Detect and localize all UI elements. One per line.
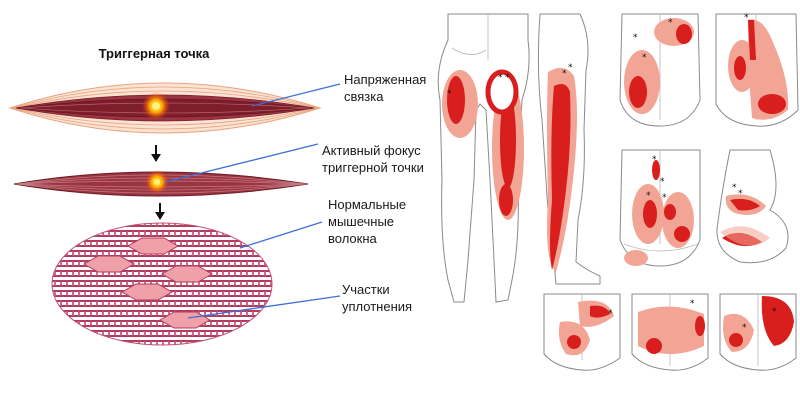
label-taut-band: Напряженная связка xyxy=(344,72,426,104)
svg-text:уплотнения: уплотнения xyxy=(342,299,412,314)
trigger-mark: * xyxy=(568,63,573,73)
pointer-lines xyxy=(164,83,341,319)
trigger-mark: * xyxy=(732,183,737,193)
body-map-lateral-leg: * * xyxy=(537,13,601,285)
body-map-hip-right: * * xyxy=(719,293,797,371)
trigger-mark: * xyxy=(498,73,503,83)
nodule xyxy=(160,265,214,283)
trigger-mark: * xyxy=(738,189,743,199)
label-nodules: Участки уплотнения xyxy=(342,282,412,314)
label-active-focus: Активный фокус триггерной точки xyxy=(322,143,424,175)
svg-text:мышечные: мышечные xyxy=(328,214,394,229)
down-arrow xyxy=(151,145,161,162)
trigger-mark: * xyxy=(744,13,749,23)
muscle-fiber-oval xyxy=(51,222,273,346)
nodule xyxy=(120,283,174,301)
trigger-mark: * xyxy=(646,191,651,201)
trigger-mark: * xyxy=(668,18,673,28)
svg-text:Активный фокус: Активный фокус xyxy=(322,143,421,158)
trigger-mark: * xyxy=(662,193,667,203)
svg-text:триггерной точки: триггерной точки xyxy=(322,160,424,175)
body-map-upper-back: * * * xyxy=(619,13,701,127)
body-map-buttocks: * * * * xyxy=(619,149,701,267)
contracted-muscle xyxy=(13,170,309,197)
svg-text:Напряженная: Напряженная xyxy=(344,72,426,87)
svg-text:Нормальные: Нормальные xyxy=(328,197,406,212)
svg-text:связка: связка xyxy=(344,89,384,104)
label-normal-fibers: Нормальные мышечные волокна xyxy=(328,197,406,246)
body-map-hip-left: * xyxy=(543,293,621,371)
trigger-mark: * xyxy=(633,33,638,43)
trigger-mark: * xyxy=(447,89,452,99)
nodule xyxy=(82,255,136,273)
trigger-mark: * xyxy=(742,323,747,333)
body-map-lower-back: * xyxy=(715,13,799,127)
trigger-mark: * xyxy=(642,53,647,63)
taut-muscle xyxy=(8,82,322,134)
trigger-mark: * xyxy=(772,307,777,317)
diagram-title: Триггерная точка xyxy=(99,46,211,61)
down-arrow xyxy=(155,203,165,220)
trigger-mark: * xyxy=(652,155,657,165)
trigger-mark: * xyxy=(660,177,665,187)
svg-text:Участки: Участки xyxy=(342,282,390,297)
svg-text:волокна: волокна xyxy=(328,231,378,246)
nodule xyxy=(126,237,180,255)
trigger-mark: * xyxy=(562,69,567,79)
trigger-mark: * xyxy=(505,73,510,83)
body-map-lateral-torso: * * xyxy=(716,149,789,264)
trigger-mark: * xyxy=(690,299,695,309)
body-map-hip-center: * xyxy=(631,293,709,371)
body-map-posterior-legs: * * * xyxy=(437,13,530,303)
trigger-mark: * xyxy=(608,309,613,319)
